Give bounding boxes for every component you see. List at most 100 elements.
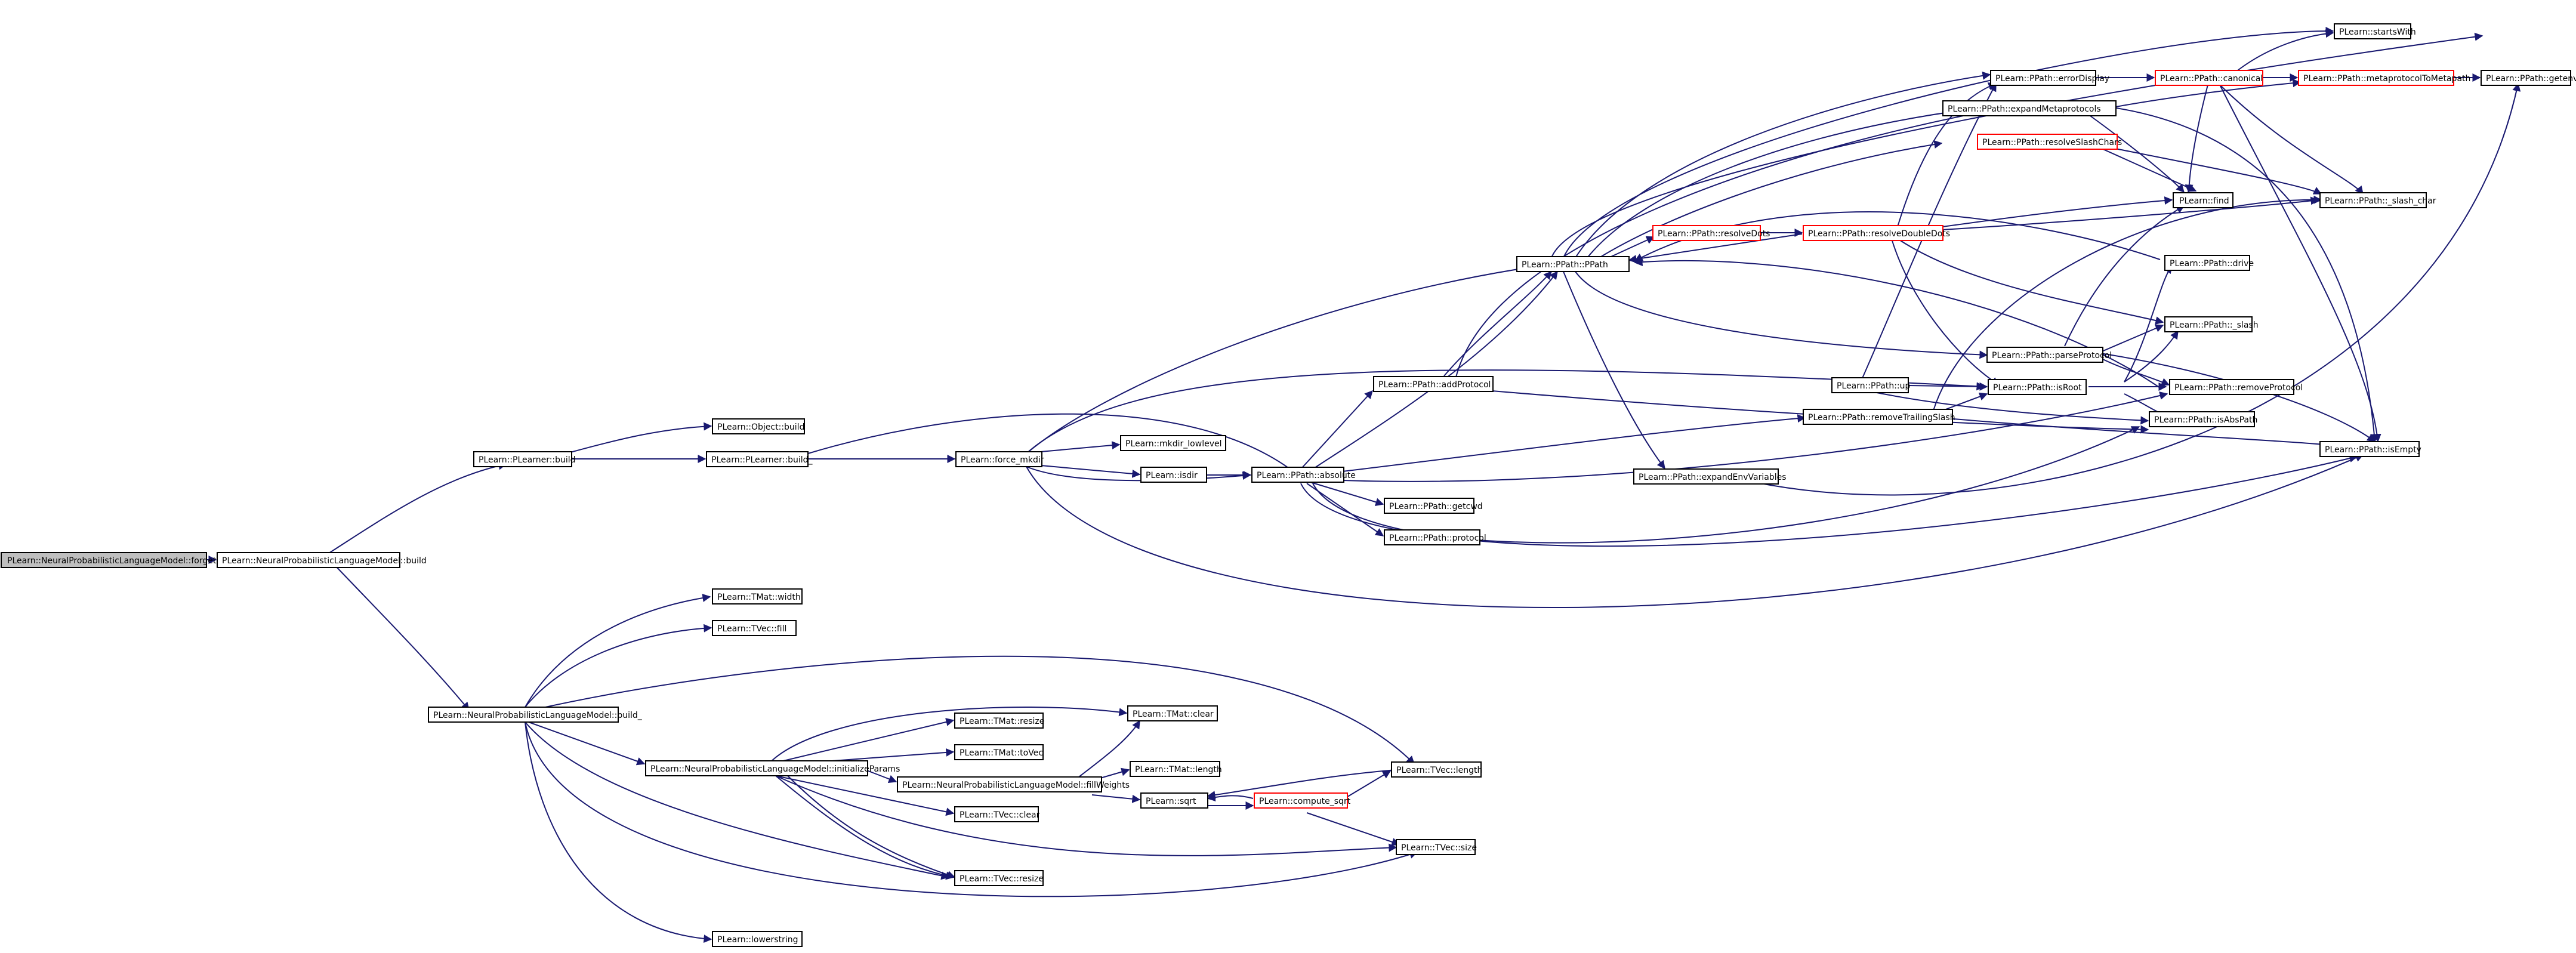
node-slash-char[interactable]: PLearn::PPath::_slash_char	[2319, 192, 2436, 208]
node-label: PLearn::PPath::protocol	[1389, 533, 1486, 543]
node-metaprotocoltometapath[interactable]: PLearn::PPath::metaprotocolToMetapath	[2298, 70, 2470, 86]
node-addprotocol[interactable]: PLearn::PPath::addProtocol	[1373, 376, 1494, 392]
edge	[807, 413, 1302, 478]
node-label: PLearn::NeuralProbabilisticLanguageModel…	[222, 556, 427, 566]
node-object-build[interactable]: PLearn::Object::build	[712, 418, 805, 434]
node-nplm-build[interactable]: PLearn::NeuralProbabilisticLanguageModel…	[217, 552, 427, 568]
node-drive[interactable]: PLearn::PPath::drive	[2164, 255, 2254, 271]
node-label: PLearn::PPath::expandMetaprotocols	[1948, 104, 2101, 114]
edge	[2112, 147, 2322, 195]
node-getcwd[interactable]: PLearn::PPath::getcwd	[1384, 498, 1483, 514]
edge	[536, 655, 1415, 764]
node-label: PLearn::PPath::addProtocol	[1378, 380, 1491, 390]
node-label: PLearn::PPath::resolveSlashChars	[1982, 138, 2122, 147]
edge	[1026, 466, 1251, 482]
node-label: PLearn::TVec::fill	[717, 624, 786, 634]
node-plearner-build-underscore[interactable]: PLearn::PLearner::build_	[706, 451, 813, 467]
node-startswith[interactable]: PLearn::startsWith	[2334, 23, 2416, 39]
node-label: PLearn::PPath::resolveDoubleDots	[1808, 229, 1950, 239]
node-label: PLearn::PPath::PPath	[1522, 260, 1608, 270]
node-isroot[interactable]: PLearn::PPath::isRoot	[1988, 379, 2087, 395]
edge	[525, 721, 712, 943]
node-tmat-tovec[interactable]: PLearn::TMat::toVec	[954, 744, 1044, 760]
edge	[525, 624, 712, 708]
edge	[2100, 357, 2170, 386]
node-label: PLearn::compute_sqrt	[1259, 797, 1351, 806]
edge	[1443, 270, 1552, 377]
node-slash[interactable]: PLearn::PPath::_slash	[2164, 316, 2259, 332]
node-label: PLearn::PLearner::build_	[711, 455, 813, 465]
edge	[1891, 238, 2000, 385]
node-canonical[interactable]: PLearn::PPath::canonical	[2155, 70, 2263, 86]
edge	[1300, 426, 2140, 544]
node-errordisplay[interactable]: PLearn::PPath::errorDisplay	[1990, 70, 2109, 86]
node-tmat-resize[interactable]: PLearn::TMat::resize	[954, 713, 1044, 729]
node-isdir[interactable]: PLearn::isdir	[1140, 467, 1207, 483]
node-tvec-clear[interactable]: PLearn::TVec::clear	[954, 806, 1040, 822]
node-tvec-size[interactable]: PLearn::TVec::size	[1396, 839, 1477, 855]
edge	[1026, 261, 1547, 454]
node-removetrailingslash[interactable]: PLearn::PPath::removeTrailingSlash	[1803, 409, 1955, 425]
edge	[334, 564, 470, 711]
edge	[2088, 114, 2185, 193]
node-resolveslashchars[interactable]: PLearn::PPath::resolveSlashChars	[1977, 134, 2122, 150]
edge	[775, 775, 955, 880]
node-parseprotocol[interactable]: PLearn::PPath::parseProtocol	[1986, 347, 2112, 363]
node-compute-sqrt[interactable]: PLearn::compute_sqrt	[1254, 792, 1351, 809]
node-label: PLearn::TVec::length	[1396, 766, 1482, 775]
node-absolute[interactable]: PLearn::PPath::absolute	[1251, 467, 1356, 483]
node-label: PLearn::NeuralProbabilisticLanguageModel…	[902, 781, 1130, 790]
node-removeprotocol[interactable]: PLearn::PPath::removeProtocol	[2169, 379, 2303, 395]
edge	[1611, 236, 1655, 257]
node-find[interactable]: PLearn::find	[2173, 192, 2233, 208]
node-resolvedoubledots[interactable]: PLearn::PPath::resolveDoubleDots	[1803, 225, 1950, 241]
node-tvec-fill[interactable]: PLearn::TVec::fill	[712, 620, 797, 636]
node-isabspath[interactable]: PLearn::PPath::isAbsPath	[2149, 411, 2257, 427]
node-isempty[interactable]: PLearn::PPath::isEmpty	[2319, 441, 2421, 457]
node-label: PLearn::PPath::up	[1837, 381, 1911, 391]
node-label: PLearn::PPath::_slash	[2170, 320, 2259, 330]
node-label: PLearn::PPath::getenv	[2486, 74, 2576, 84]
edge	[865, 769, 897, 784]
node-label: PLearn::PPath::canonical	[2160, 74, 2263, 84]
node-ppath[interactable]: PLearn::PPath::PPath	[1516, 256, 1630, 272]
node-resolvedots[interactable]: PLearn::PPath::resolveDots	[1652, 225, 1770, 241]
node-sqrt[interactable]: PLearn::sqrt	[1140, 792, 1208, 809]
node-fillweights[interactable]: PLearn::NeuralProbabilisticLanguageModel…	[897, 776, 1130, 792]
node-nplm-build-underscore[interactable]: PLearn::NeuralProbabilisticLanguageModel…	[428, 707, 643, 723]
node-initializeparams[interactable]: PLearn::NeuralProbabilisticLanguageModel…	[645, 760, 900, 776]
edge	[525, 721, 950, 880]
edge	[2219, 84, 2381, 443]
edge	[1563, 271, 1665, 470]
node-tmat-width[interactable]: PLearn::TMat::width	[712, 588, 803, 605]
edge	[525, 594, 711, 708]
node-tmat-length[interactable]: PLearn::TMat::length	[1130, 761, 1222, 777]
edge	[1342, 391, 2168, 482]
node-force-mkdir[interactable]: PLearn::force_mkdir	[955, 451, 1044, 467]
edge	[775, 718, 955, 763]
node-getenv[interactable]: PLearn::PPath::getenv	[2481, 70, 2576, 86]
node-tmat-clear[interactable]: PLearn::TMat::clear	[1127, 705, 1218, 721]
node-lowerstring[interactable]: PLearn::lowerstring	[712, 931, 803, 947]
node-label: PLearn::TMat::toVec	[960, 748, 1043, 758]
edge	[1942, 196, 2319, 230]
node-up[interactable]: PLearn::PPath::up	[1831, 377, 1911, 393]
node-protocol[interactable]: PLearn::PPath::protocol	[1384, 529, 1486, 545]
edge	[1867, 390, 2149, 425]
edge	[1897, 82, 1997, 227]
node-label: PLearn::PPath::metaprotocolToMetapath	[2303, 74, 2470, 84]
edge	[2124, 264, 2173, 383]
edge	[2112, 79, 2302, 108]
edge	[1575, 71, 1991, 258]
node-expandmetaprotocols[interactable]: PLearn::PPath::expandMetaprotocols	[1942, 100, 2117, 116]
node-expandenvvariables[interactable]: PLearn::PPath::expandEnvVariables	[1633, 468, 1787, 485]
node-label: PLearn::PPath::errorDisplay	[1995, 74, 2109, 84]
node-tvec-length[interactable]: PLearn::TVec::length	[1391, 761, 1482, 778]
edge	[1628, 233, 1803, 263]
node-mkdir-lowlevel[interactable]: PLearn::mkdir_lowlevel	[1120, 435, 1226, 451]
node-label: PLearn::TVec::resize	[960, 874, 1044, 884]
node-forget[interactable]: PLearn::NeuralProbabilisticLanguageModel…	[1, 552, 217, 568]
node-tvec-resize[interactable]: PLearn::TVec::resize	[954, 870, 1044, 886]
call-edges	[206, 26, 2521, 943]
node-plearner-build[interactable]: PLearn::PLearner::build	[473, 451, 576, 467]
